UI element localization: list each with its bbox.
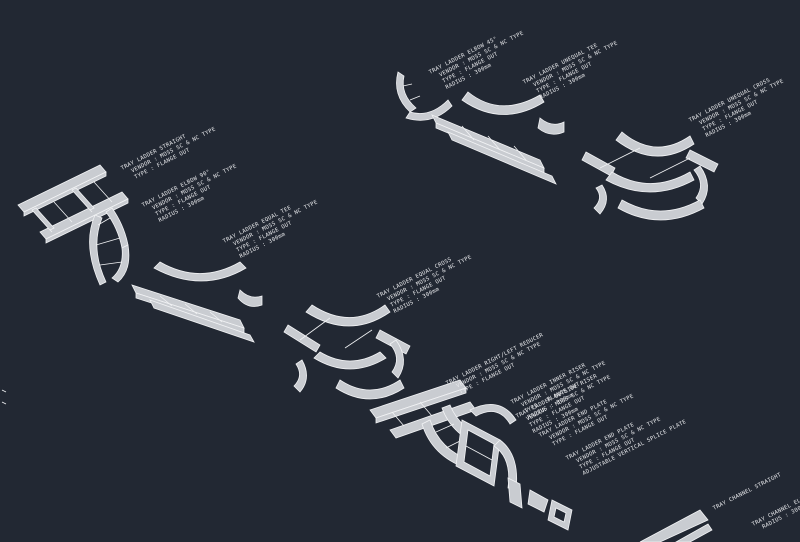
label-line: TRAY LADDER RIGHT/LEFT REDUCER <box>445 332 545 387</box>
ladder-unequal-cross-part[interactable] <box>581 131 719 221</box>
label-channelelbow: TRAY CHANNEL ELBOW 90°RADIUS : 300mm <box>751 486 800 530</box>
ladder-elbow-45-part[interactable] <box>396 71 453 121</box>
edge-ticks <box>1 389 7 405</box>
ladder-straight-part[interactable] <box>17 164 129 244</box>
label-line: VENDOR : MOSS SC & NC TYPE <box>130 126 216 174</box>
splice-plate-part[interactable] <box>547 499 573 531</box>
ladder-unequal-tee-part[interactable] <box>431 91 565 185</box>
label-line: TRAY CHANNEL STRAIGHT <box>712 472 783 512</box>
ladder-elbow-90-part[interactable] <box>89 207 130 286</box>
label-elbow45: TRAY LADDER ELBOW 45°VENDOR : MOSS SC & … <box>428 30 525 90</box>
ladder-outside-riser-part[interactable] <box>455 403 518 491</box>
ladder-end-plate-part[interactable] <box>507 477 549 513</box>
label-line: VENDOR : MOSS SC & NC TYPE <box>455 341 541 389</box>
label-channel: TRAY CHANNEL STRAIGHT <box>712 472 783 512</box>
ladder-reducer-part[interactable] <box>369 379 477 439</box>
channel-straight-part[interactable] <box>639 509 713 542</box>
ladder-equal-cross-part[interactable] <box>283 304 411 400</box>
ladder-equal-tee-part[interactable] <box>131 261 263 343</box>
